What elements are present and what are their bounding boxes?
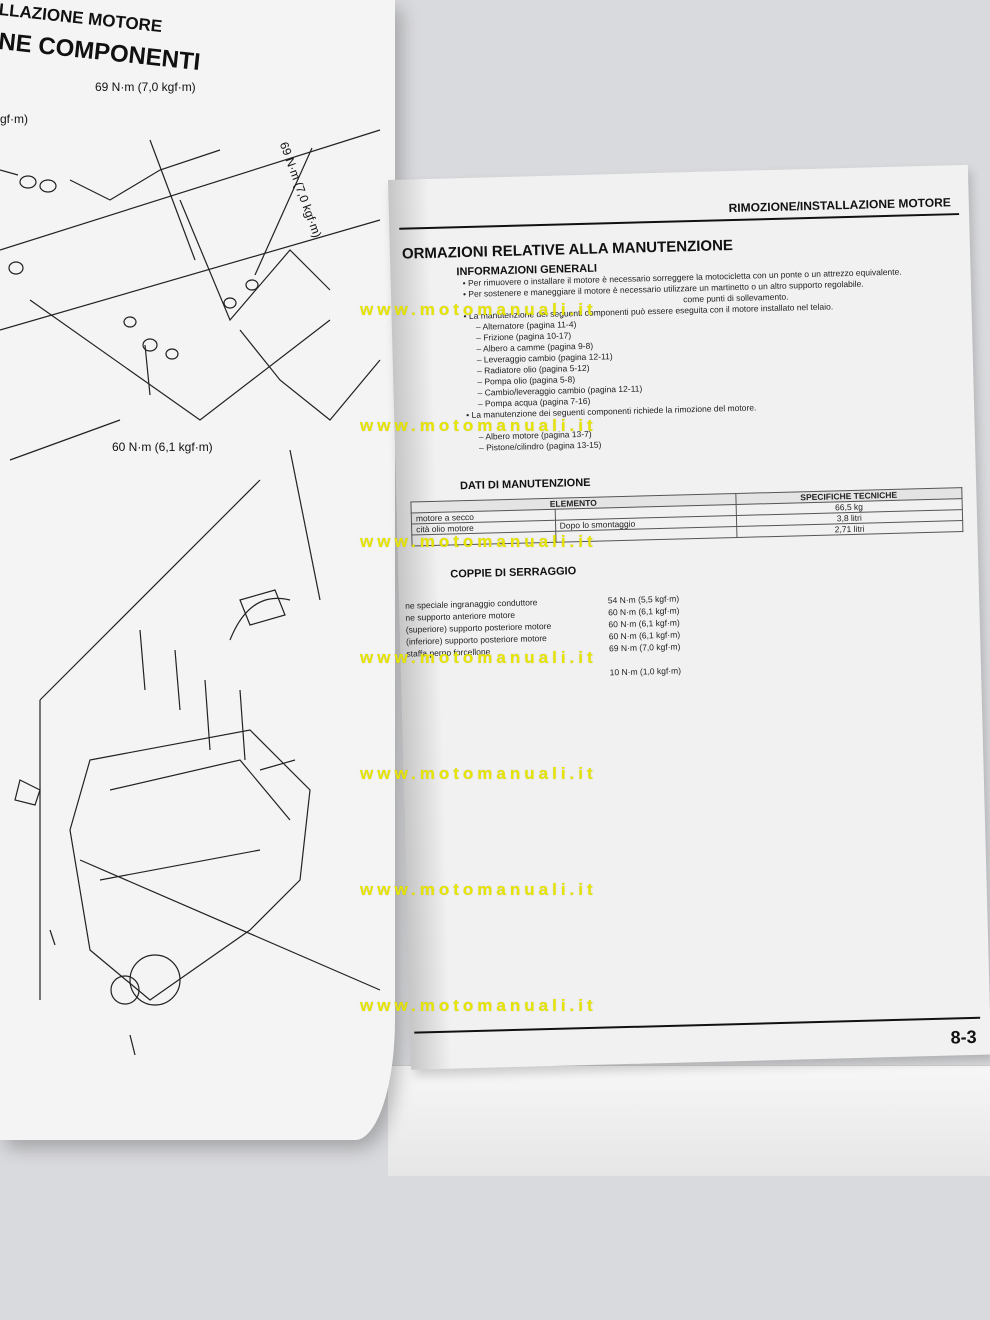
watermark-text: www.motomanuali.it — [360, 764, 597, 783]
watermark-text: www.motomanuali.it — [360, 532, 597, 551]
left-page: LLAZIONE MOTORE NE COMPONENTI — [0, 0, 395, 1140]
torque-label-4: gf·m) — [0, 112, 28, 126]
footer-rule — [414, 1016, 981, 1034]
maintenance-data-title: DATI DI MANUTENZIONE — [459, 476, 591, 493]
watermark-text: www.motomanuali.it — [360, 416, 597, 435]
page-stack-edges — [388, 1065, 990, 1176]
page-number: 8-3 — [950, 1026, 977, 1048]
torque-label-1: 69 N·m (7,0 kgf·m) — [95, 80, 196, 94]
watermark-text: www.motomanuali.it — [360, 880, 597, 899]
section-title: ORMAZIONI RELATIVE ALLA MANUTENZIONE — [401, 236, 734, 263]
engine-exploded-diagram — [0, 129, 381, 1056]
torque-label-3: 60 N·m (6,1 kgf·m) — [112, 440, 213, 454]
torque-value: 10 N·m (1,0 kgf·m) — [609, 665, 682, 678]
watermark-text: www.motomanuali.it — [360, 996, 597, 1015]
watermark-text: www.motomanuali.it — [360, 648, 597, 667]
torque-title: COPPIE DI SERRAGGIO — [450, 565, 577, 581]
running-head: RIMOZIONE/INSTALLAZIONE MOTORE — [728, 195, 951, 216]
header-rule — [399, 213, 960, 230]
watermark-text: www.motomanuali.it — [360, 300, 597, 319]
